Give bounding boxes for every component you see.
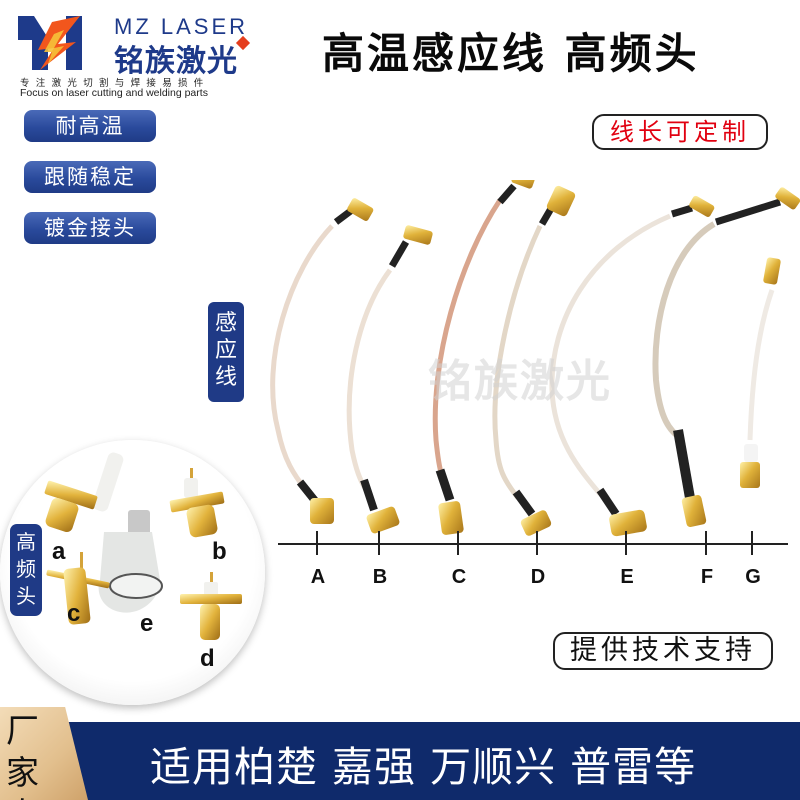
hf-part-label-e: e	[140, 610, 154, 637]
hf-part-b	[169, 468, 225, 538]
cable-label-d: D	[530, 566, 546, 588]
high-freq-label: 高频头	[10, 524, 42, 616]
hf-part-a	[44, 452, 124, 533]
tick-c	[457, 531, 459, 555]
tick-g	[751, 531, 753, 555]
tick-f	[705, 531, 707, 555]
page-title: 高温感应线 高频头	[322, 29, 700, 78]
cable-a	[270, 198, 374, 524]
hf-part-label-d: d	[200, 645, 215, 672]
hf-part-e	[98, 510, 163, 613]
cable-d	[492, 185, 576, 536]
mz-logo-mark-icon	[18, 16, 82, 70]
high-freq-parts-illustration	[44, 452, 242, 640]
cable-f	[652, 187, 800, 528]
feature-pill-stable-tracking: 跟随稳定	[24, 161, 156, 193]
brand-name-cn: 铭族激光	[114, 44, 238, 79]
cable-label-e: E	[620, 566, 634, 588]
brand-tagline-cn: 专注激光切割与焊接易损件	[20, 78, 210, 89]
compatible-brands-text: 适用柏楚 嘉强 万顺兴 普雷等	[150, 743, 697, 791]
cable-axis-line	[278, 543, 788, 545]
hf-part-c	[46, 552, 110, 625]
factory-direct-text: 厂家直销	[6, 711, 49, 800]
cable-g	[740, 257, 781, 488]
cable-c	[432, 180, 535, 535]
brand-logo: MZ LASER 铭族激光 专注激光切割与焊接易损件 Focus on lase…	[18, 8, 263, 99]
feature-pill-heat-resistant: 耐高温	[24, 110, 156, 142]
sensing-cable-label-text: 感应线	[214, 311, 237, 390]
watermark: 铭族激光	[428, 356, 612, 407]
feature-pill-gold-plated: 镀金接头	[24, 212, 156, 244]
cable-e	[549, 195, 715, 537]
cable-illustration	[270, 180, 800, 537]
cable-label-c: C	[451, 566, 467, 588]
tick-a	[316, 531, 318, 555]
brand-tagline-en: Focus on laser cutting and welding parts	[20, 87, 208, 99]
hf-part-d	[180, 572, 242, 640]
tech-support-badge: 提供技术支持	[553, 632, 773, 670]
brand-name-en: MZ LASER	[114, 14, 249, 39]
high-freq-label-text: 高频头	[16, 530, 36, 608]
hf-part-label-a: a	[52, 538, 66, 565]
tick-d	[536, 531, 538, 555]
cable-label-b: B	[372, 566, 388, 588]
custom-length-badge: 线长可定制	[592, 114, 768, 150]
sensing-cable-label: 感应线	[208, 302, 244, 402]
cable-label-f: F	[700, 566, 714, 588]
cable-label-a: A	[310, 566, 326, 588]
bottom-banner	[0, 722, 800, 800]
hf-part-label-c: c	[67, 600, 81, 627]
hf-part-label-b: b	[212, 538, 227, 565]
cable-b	[346, 225, 433, 534]
tick-e	[625, 531, 627, 555]
cable-label-g: G	[745, 566, 761, 588]
tick-b	[378, 531, 380, 555]
